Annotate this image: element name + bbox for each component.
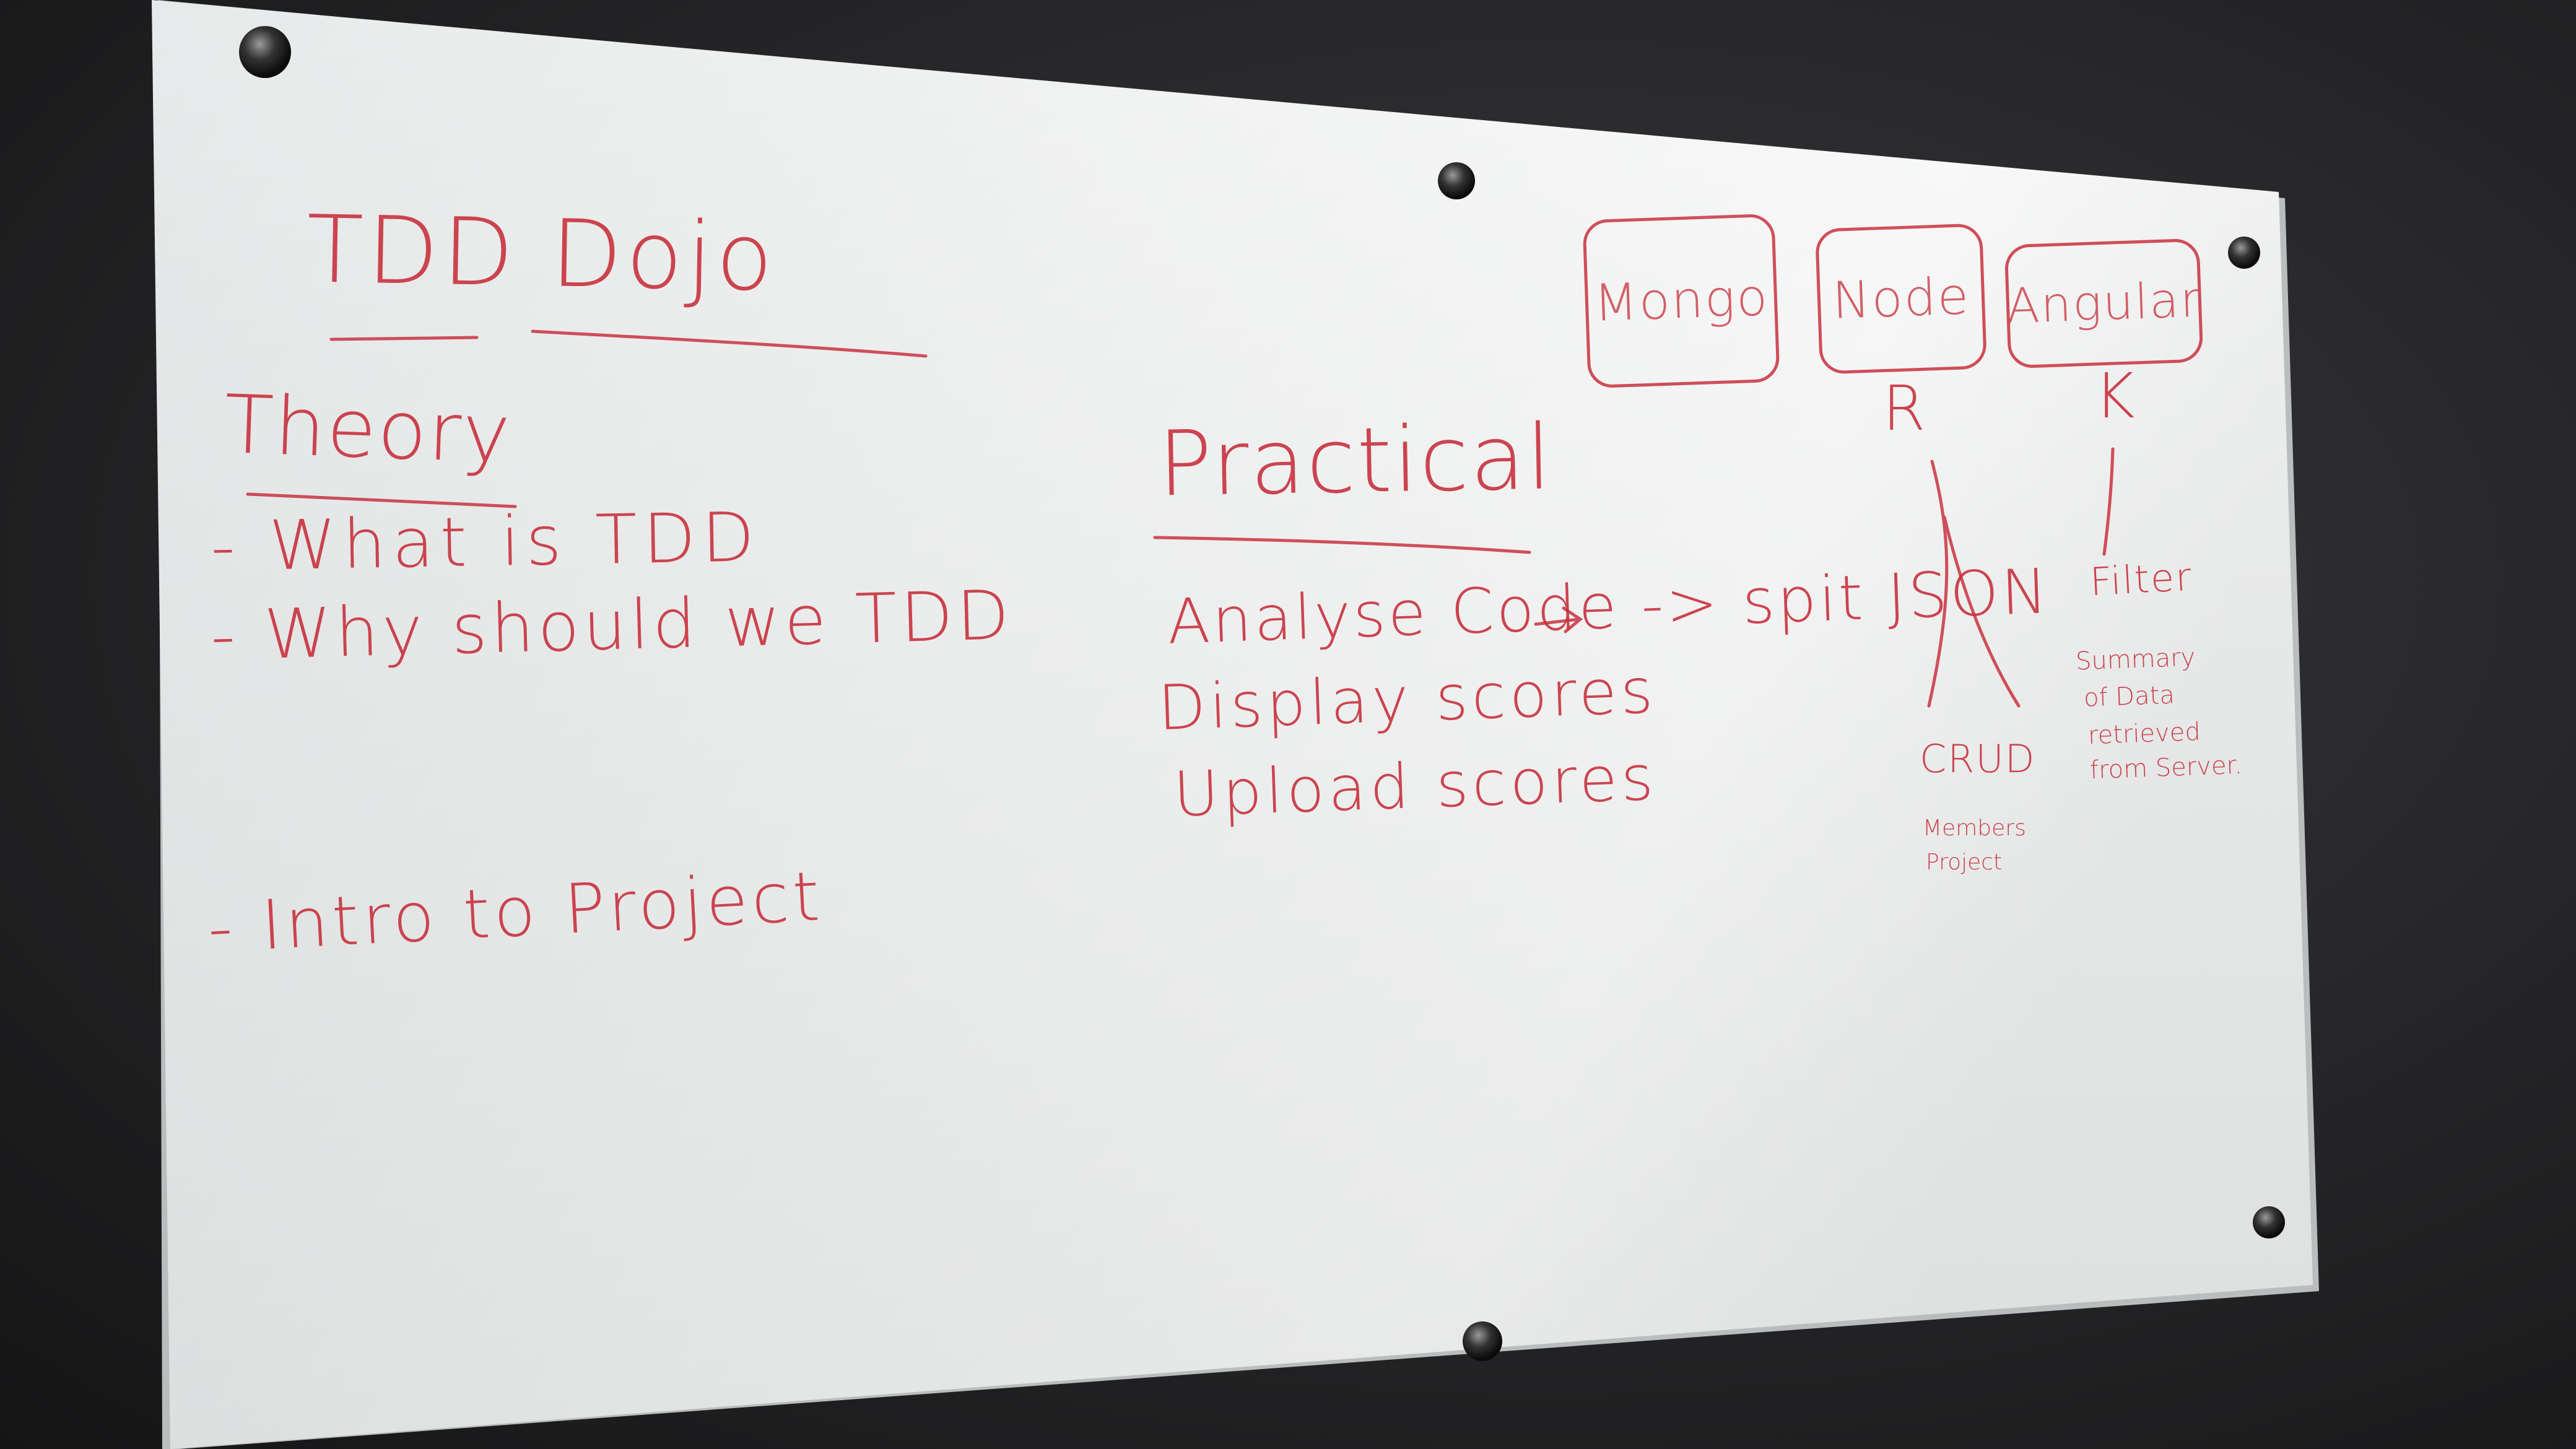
angular-branch-line-2: of Data [2083, 681, 2175, 713]
practical-item-2: Display scores [1157, 654, 1658, 745]
angular-label: K [2094, 360, 2136, 432]
angular-branch-line-1: Summary [2075, 643, 2196, 676]
theory-item-1: - What is TDD [209, 497, 762, 586]
angular-branch-title: Filter [2089, 554, 2194, 605]
board-title: TDD Dojo [305, 196, 778, 312]
practical-heading: Practical [1157, 405, 1554, 517]
stack-box-label: Node [1831, 266, 1971, 331]
node-branch-title: CRUD [1920, 736, 2036, 781]
theory-item-2: - Why should we TDD [209, 575, 1014, 676]
mounting-pin [1438, 162, 1475, 199]
practical-item-3: Upload scores [1172, 741, 1658, 831]
node-branch-line-1: Members [1923, 816, 2026, 841]
stack-box-label: Angular [2005, 272, 2203, 335]
angular-branch-line-3: retrieved [2087, 717, 2201, 751]
stack-box-mongo: Mongo [1582, 213, 1780, 389]
stack-box-node: Node [1814, 223, 1988, 375]
theory-underline [246, 492, 517, 508]
mounting-pin [239, 26, 291, 78]
mounting-pin [2253, 1206, 2285, 1238]
mounting-pins [239, 26, 2285, 1361]
node-branch-line-2: Project [1926, 850, 2003, 875]
mounting-pin [2228, 237, 2260, 269]
stack-box-label: Mongo [1593, 268, 1770, 333]
angular-branch-line [2102, 447, 2115, 556]
node-label: R [1882, 372, 1927, 445]
angular-branch-line-4: from Server. [2089, 751, 2243, 785]
arrow-icon [1534, 606, 1583, 633]
title-underline [329, 329, 928, 358]
practical-underline [1153, 536, 1531, 554]
mounting-pin [1463, 1321, 1502, 1361]
node-branch-line [1927, 459, 2021, 708]
stack-box-angular: Angular [2004, 238, 2204, 369]
theory-heading: Theory [222, 376, 513, 482]
